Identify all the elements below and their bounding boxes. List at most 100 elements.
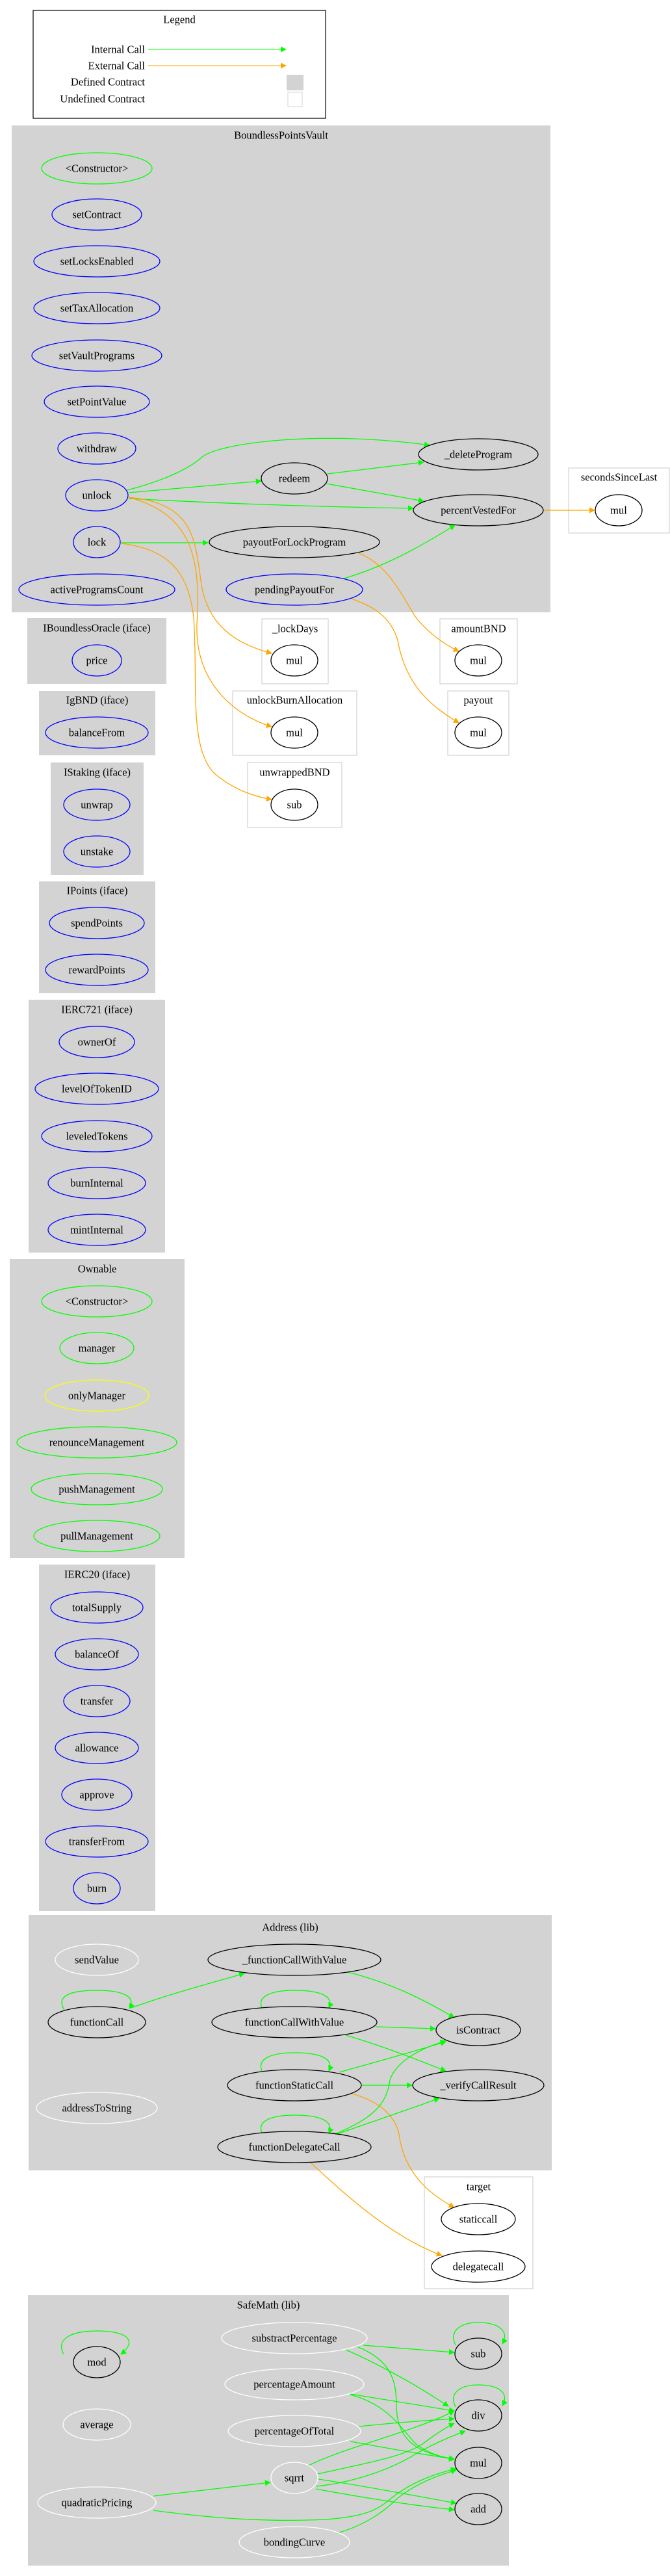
node-label: <Constructor> [66,163,129,175]
node-safemath-substract-percentage[interactable]: substractPercentage [221,2322,368,2354]
node-label: activeProgramsCount [51,584,144,596]
edge-substract-percentage-to-div [345,2349,449,2407]
node-safemath-mul[interactable]: mul [454,2447,502,2479]
node-vault-active-programs-count[interactable]: activeProgramsCount [18,573,175,606]
node-safemath-mod[interactable]: mod [73,2346,121,2378]
edge-quadratic-pricing-to-sqrrt [153,2480,271,2497]
node-ownable-push-management[interactable]: pushManagement [31,1473,163,1505]
node-ipoints-reward-points[interactable]: rewardPoints [45,954,149,986]
node-vault-set-point-value[interactable]: setPointValue [44,385,150,418]
cluster-igbnd: IgBND (iface) [39,691,155,755]
node-vault-ctor[interactable]: <Constructor> [41,152,153,185]
node-vault-payout-for-lock-program[interactable]: payoutForLockProgram [209,526,380,558]
node-target-staticcall[interactable]: staticcall [441,2203,516,2235]
node-address-address-to-string[interactable]: addressToString [36,2092,158,2124]
node-safemath-percentage-of-total[interactable]: percentageOfTotal [227,2415,361,2447]
node-vault-percent-vested-for[interactable]: percentVestedFor [413,494,544,527]
edge-substract-percentage-to-mul [356,2346,455,2462]
node-ellipse [431,2250,526,2283]
node-ierc721-burn-internal[interactable]: burnInternal [47,1167,146,1199]
node-safemath-average[interactable]: average [62,2408,131,2441]
node-label: mul [286,727,303,739]
node-address-function-call-with-value-internal[interactable]: _functionCallWithValue [207,1944,381,1976]
cluster-address: Address (lib) [29,1915,552,2170]
node-ierc20-burn[interactable]: burn [73,1872,121,1905]
node-safemath-quadratic-pricing[interactable]: quadraticPricing [37,2486,157,2519]
cluster-unlock-burn-allocation: unlockBurnAllocation [232,690,357,756]
node-payout-mul[interactable]: mul [454,716,502,749]
node-vault-set-vault-programs[interactable]: setVaultPrograms [31,339,162,372]
node-ierc20-transfer-from[interactable]: transferFrom [45,1825,149,1858]
node-ierc20-transfer[interactable]: transfer [63,1685,131,1717]
edge-sqrrt-to-add-2 [315,2488,455,2512]
node-ownable-only-manager[interactable]: onlyManager [44,1379,149,1412]
node-safemath-add[interactable]: add [454,2493,502,2525]
node-address-function-static-call[interactable]: functionStaticCall [227,2069,362,2101]
cluster-title: SafeMath (lib) [237,2299,300,2311]
node-igbnd-balance-from[interactable]: balanceFrom [45,716,149,749]
node-ownable-ctor[interactable]: <Constructor> [41,1285,153,1318]
cluster-payout: payout [447,690,509,756]
node-label: renounceManagement [49,1437,145,1449]
node-label: onlyManager [68,1390,125,1402]
node-ellipse [454,2493,502,2525]
node-unwrapped-bnd-sub[interactable]: sub [270,788,318,821]
node-safemath-div[interactable]: div [454,2399,502,2432]
node-ipoints-spend-points[interactable]: spendPoints [49,907,145,939]
node-ierc20-balance-of[interactable]: balanceOf [55,1638,139,1671]
node-amount-bnd-mul[interactable]: mul [454,644,502,677]
node-label: sendValue [75,1954,119,1966]
node-ownable-renounce-management[interactable]: renounceManagement [16,1426,177,1459]
node-address-send-value[interactable]: sendValue [55,1944,139,1976]
node-safemath-percentage-amount[interactable]: percentageAmount [224,2368,365,2400]
node-safemath-sub[interactable]: sub [454,2337,502,2370]
node-ierc721-leveled-tokens[interactable]: leveledTokens [41,1120,153,1152]
edge-sqrrt-to-div-2 [317,2423,455,2475]
node-safemath-sqrrt[interactable]: sqrrt [270,2462,318,2494]
cluster-title: IgBND (iface) [66,694,129,707]
node-vault-delete-program[interactable]: _deleteProgram [418,438,539,471]
cluster-unwrapped-bnd: unwrappedBND [247,762,342,828]
node-address-function-call-with-value[interactable]: functionCallWithValue [211,2006,378,2038]
node-vault-set-contract[interactable]: setContract [51,198,142,231]
node-label: _deleteProgram [444,449,513,461]
node-vault-pending-payout-for[interactable]: pendingPayoutFor [225,573,363,606]
node-safemath-bonding-curve[interactable]: bondingCurve [238,2526,350,2558]
legend-undefined-contract-swatch [287,92,303,107]
node-vault-withdraw[interactable]: withdraw [57,432,136,465]
node-label: functionDelegateCall [248,2141,341,2153]
node-ierc20-approve[interactable]: approve [61,1778,133,1811]
node-ellipse [71,644,122,677]
node-label: transfer [81,1695,114,1708]
edge-unlock-to-unlock-burn-allocation-mul [128,497,272,728]
node-ownable-pull-management[interactable]: pullManagement [33,1520,161,1552]
node-ierc721-mint-internal[interactable]: mintInternal [47,1214,146,1246]
node-vault-set-tax-allocation[interactable]: setTaxAllocation [33,292,161,324]
cluster-box [10,1259,185,1558]
node-ellipse [221,2322,368,2354]
node-address-is-contract[interactable]: isContract [435,2014,521,2046]
node-ierc20-total-supply[interactable]: totalSupply [50,1591,144,1624]
node-ierc20-allowance[interactable]: allowance [55,1732,139,1764]
node-vault-set-locks-enabled[interactable]: setLocksEnabled [33,245,161,278]
node-ellipse [73,526,121,558]
node-address-function-delegate-call[interactable]: functionDelegateCall [217,2131,372,2163]
node-vault-lock[interactable]: lock [73,526,121,558]
node-ierc721-owner-of[interactable]: ownerOf [58,1026,135,1058]
node-address-verify-call-result[interactable]: _verifyCallResult [412,2069,545,2101]
node-vault-unlock[interactable]: unlock [65,479,129,512]
node-ierc721-level-of-token-id[interactable]: levelOfTokenID [34,1073,159,1105]
node-oracle-price[interactable]: price [71,644,122,677]
node-istaking-unstake[interactable]: unstake [63,835,131,868]
edge-percentage-of-total-to-mul [350,2441,455,2462]
node-istaking-unwrap[interactable]: unwrap [63,788,131,821]
node-vault-redeem[interactable]: redeem [261,462,328,495]
node-ellipse [47,1167,146,1199]
node-target-delegatecall[interactable]: delegatecall [431,2250,526,2283]
node-ownable-manager[interactable]: manager [59,1332,135,1364]
cluster-title: payout [464,694,493,707]
node-unlock-burn-allocation-mul[interactable]: mul [270,716,318,749]
node-address-function-call[interactable]: functionCall [47,2006,146,2038]
node-seconds-since-last-mul[interactable]: mul [595,494,643,527]
node-lock-days-mul[interactable]: mul [270,644,318,677]
